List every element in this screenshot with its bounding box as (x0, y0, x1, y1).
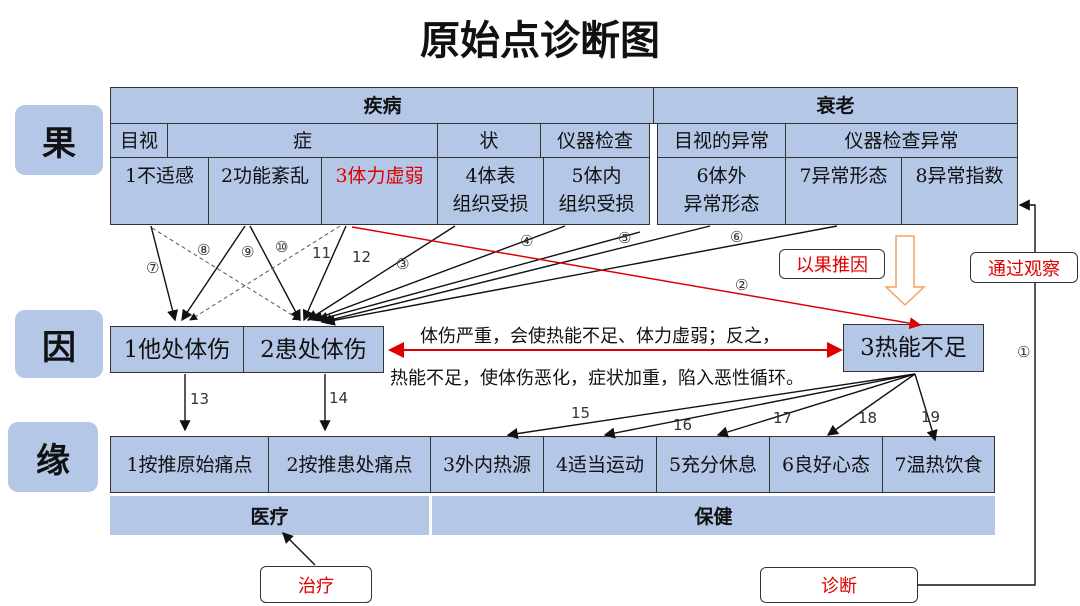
effect-item: 2功能紊乱 (208, 157, 322, 225)
label-17: 17 (773, 409, 792, 427)
arrow-3 (306, 225, 456, 321)
label-14: 14 (329, 389, 348, 407)
sub-visual-abnormal: 目视的异常 (657, 123, 786, 158)
effect-item: 5体内 组织受损 (543, 157, 650, 225)
hollow-down-arrow-icon (884, 235, 926, 307)
arrow-17 (716, 373, 916, 438)
label-1: ① (1017, 343, 1030, 361)
label-15: 15 (571, 404, 590, 422)
label-18: 18 (858, 409, 877, 427)
tag-treat: 治疗 (260, 566, 372, 603)
arrow-6b (323, 225, 838, 326)
arrow-19 (914, 373, 938, 442)
label-7: ⑦ (146, 259, 159, 277)
tag-infer-cause: 以果推因 (779, 249, 885, 279)
label-10: ⑩ (275, 238, 288, 256)
cycle-note-line2: 热能不足，使体伤恶化，症状加重，陷入恶性循环。 (390, 368, 804, 389)
label-5: ⑤ (618, 229, 631, 247)
effect-item: 8异常指数 (901, 157, 1018, 225)
label-4: ④ (520, 232, 533, 250)
effect-item: 1不适感 (110, 157, 209, 225)
arrow-12 (302, 225, 347, 322)
condition-item: 7温热饮食 (882, 436, 995, 493)
effect-item: 4体表 组织受损 (437, 157, 544, 225)
label-11: 11 (312, 244, 331, 262)
tag-observe: 通过观察 (970, 252, 1078, 283)
header-aging: 衰老 (653, 87, 1018, 124)
arrow-4 (311, 225, 566, 322)
sub-sign: 状 (437, 123, 541, 158)
category-health: 保健 (432, 496, 995, 535)
arrow-18 (826, 373, 916, 436)
label-12: 12 (352, 248, 371, 266)
page-title: 原始点诊断图 (420, 18, 660, 64)
label-effect: 果 (15, 105, 103, 175)
label-6: ⑥ (730, 228, 743, 246)
condition-item: 6良好心态 (769, 436, 883, 493)
sub-symptom: 症 (167, 123, 438, 158)
arrow-6a (320, 225, 711, 326)
cause-item: 1他处体伤 (110, 326, 244, 373)
label-3: ③ (396, 255, 409, 273)
cause-heat-deficiency: 3热能不足 (843, 324, 984, 372)
arrow-2 (351, 226, 922, 330)
sub-instrument-abnormal: 仪器检查异常 (785, 123, 1018, 158)
label-cause: 因 (15, 310, 103, 378)
condition-item: 1按推原始痛点 (110, 436, 269, 493)
cause-item: 2患处体伤 (243, 326, 384, 373)
condition-item: 4适当运动 (543, 436, 657, 493)
label-19: 19 (921, 408, 940, 426)
arrow-observe (918, 199, 1036, 586)
arrow-11 (189, 225, 341, 321)
arrow-16 (603, 373, 916, 439)
arrow-15 (506, 373, 916, 440)
label-2: ② (735, 276, 748, 294)
condition-item: 3外内热源 (430, 436, 544, 493)
arrow-7 (150, 225, 179, 322)
condition-item: 5充分休息 (656, 436, 770, 493)
arrow-10 (249, 225, 301, 322)
effect-item: 6体外 异常形态 (657, 157, 786, 225)
arrow-treat (282, 532, 316, 566)
effect-item: 7异常形态 (785, 157, 902, 225)
cycle-note-line1: 体伤严重，会使热能不足、体力虚弱；反之， (420, 326, 780, 347)
label-condition: 缘 (8, 422, 98, 492)
sub-instrument: 仪器检查 (540, 123, 650, 158)
tag-diagnose: 诊断 (760, 567, 918, 603)
arrow-9 (181, 225, 246, 322)
sub-visual: 目视 (110, 123, 168, 158)
label-13: 13 (190, 390, 209, 408)
label-8: ⑧ (197, 241, 210, 259)
label-9: ⑨ (241, 243, 254, 261)
effect-item: 3体力虚弱 (321, 157, 438, 225)
arrow-8 (151, 227, 301, 321)
condition-item: 2按推患处痛点 (268, 436, 431, 493)
category-medical: 医疗 (110, 496, 429, 535)
arrow-5 (316, 231, 641, 323)
label-16: 16 (673, 416, 692, 434)
